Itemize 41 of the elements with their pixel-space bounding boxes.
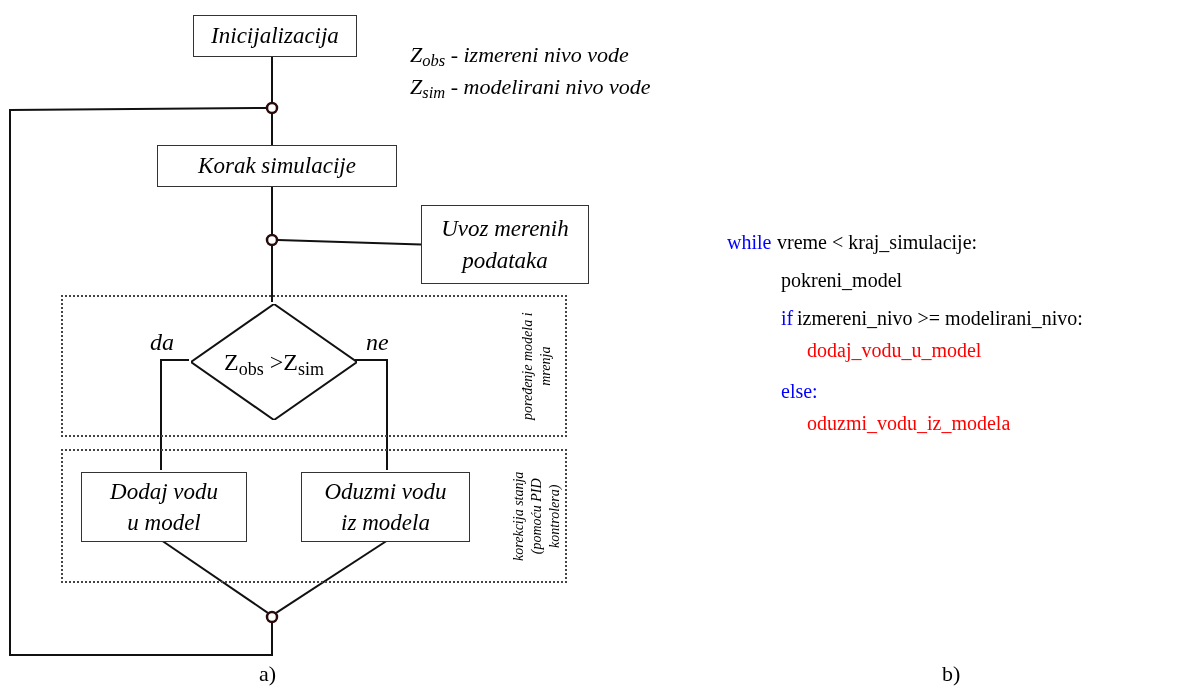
process-box [157, 145, 397, 187]
node-text: Z$_{obs}$ >Z$_{sim}$ [224, 348, 324, 380]
dotted-region [61, 449, 567, 583]
node-text: Oduzmi vodu iz modela [323, 477, 448, 537]
code-text: while [727, 230, 772, 255]
node-text: Uvoz merenih podataka [440, 215, 570, 275]
code-text: oduzmi_vodu_iz_modela [807, 411, 1011, 436]
connector-line [160, 359, 190, 471]
decision-diamond [191, 304, 357, 420]
connector-line [271, 245, 273, 303]
connector-line [277, 239, 422, 246]
legend-note: Z$_{sim}$ - modelirani nivo vode [410, 73, 651, 101]
code-text: vreme < kraj_simulacije: [777, 230, 978, 255]
dotted-region [61, 295, 567, 437]
connector-line [271, 56, 273, 103]
connector-line [271, 113, 273, 146]
connector-line [271, 186, 273, 235]
code-text: pokreni_model [781, 268, 903, 293]
region-label: korekcija stanja (pomoću PID kontrolera) [509, 470, 564, 563]
panel-label: a) [259, 660, 277, 688]
legend-note: Z$_{obs}$ - izmereni nivo vode [410, 41, 629, 69]
code-text: dodaj_vodu_u_model [807, 338, 982, 363]
node-text: Inicijalizacija [211, 22, 339, 51]
edge-label: da [150, 330, 174, 354]
region-label: poređenje modela i mrenja [518, 311, 554, 423]
process-box [301, 472, 470, 542]
node-text: Korak simulacije [198, 152, 356, 181]
edge-label: ne [366, 330, 389, 354]
process-box [81, 472, 247, 542]
panel-label: b) [942, 660, 961, 688]
connector-line [354, 359, 388, 471]
process-box [421, 205, 589, 284]
junction-circle [266, 611, 278, 623]
junction-circle [266, 102, 278, 114]
code-text: if [781, 306, 794, 331]
connector-line [9, 107, 273, 656]
code-text: else: [781, 379, 818, 404]
code-text: izmereni_nivo >= modelirani_nivo: [797, 306, 1083, 331]
process-box [193, 15, 357, 57]
node-text: Dodaj vodu u model [109, 477, 219, 537]
junction-circle [266, 234, 278, 246]
